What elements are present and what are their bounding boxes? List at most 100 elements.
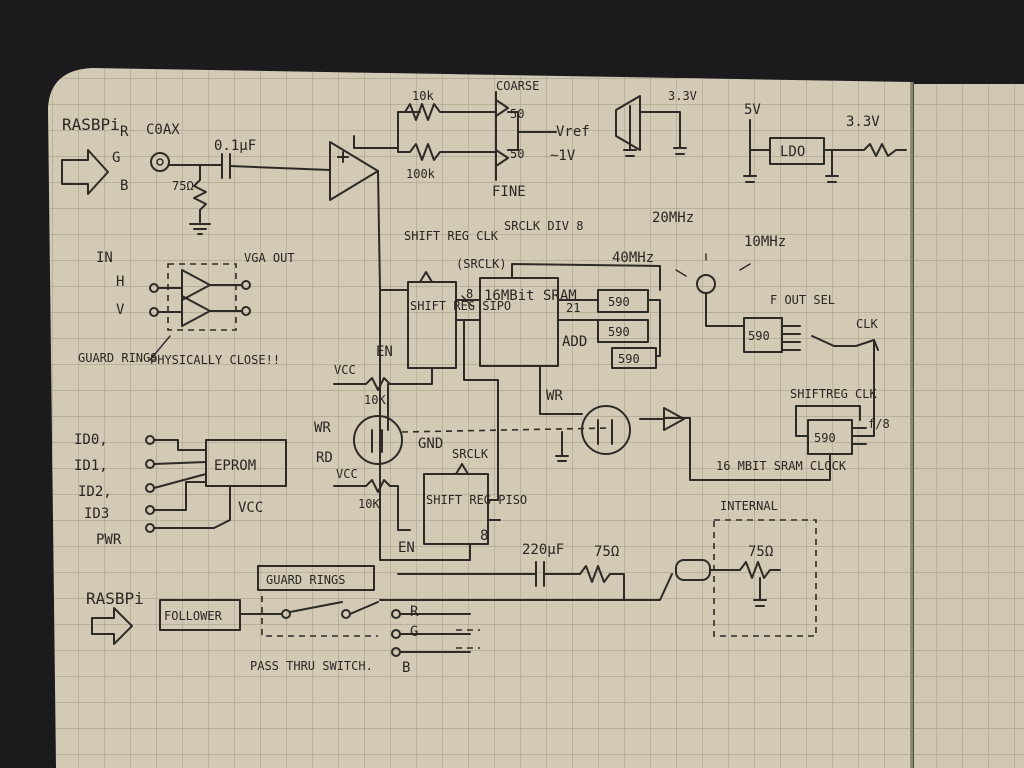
label-10mhz: 10MHz <box>744 234 786 250</box>
input-arrow-bottom <box>91 607 133 645</box>
label-r75-internal: 75Ω <box>748 544 773 560</box>
switch-mux-left <box>353 415 403 465</box>
label-id3: ID3 <box>84 506 109 522</box>
guard-ring-outline <box>167 263 237 331</box>
label-physically-close: PHYSICALLY CLOSE!! <box>150 353 280 367</box>
coax-connector-in <box>150 152 170 172</box>
analog-switches <box>333 377 631 531</box>
label-wr-bar: WR <box>546 388 563 404</box>
label-3v3-a: 3.3V <box>668 89 697 103</box>
label-r: R <box>120 124 129 140</box>
label-in: IN <box>96 250 113 266</box>
res-100k <box>397 143 487 161</box>
label-r75-in: 75Ω <box>172 179 194 193</box>
label-fout-sel: F OUT SEL <box>770 293 835 307</box>
label-cap-small: 0.1µF <box>214 138 256 154</box>
label-clk: CLK <box>856 317 878 331</box>
label-bus8-b: 8 <box>480 528 488 544</box>
label-100k: 100k <box>406 167 436 181</box>
label-20mhz: 20MHz <box>652 210 694 226</box>
label-g: G <box>112 150 120 166</box>
label-id0: ID0, <box>74 432 108 448</box>
res-10k <box>397 103 487 121</box>
label-bus8-a: 8 <box>466 287 473 301</box>
label-pass-thru: PASS THRU SWITCH. <box>250 659 373 673</box>
label-b-out: B <box>402 660 410 676</box>
hv-guard-ring-stage <box>149 263 251 361</box>
pot-coarse <box>485 91 509 181</box>
label-r-out: R <box>410 604 419 620</box>
label-590-div: 590 <box>814 431 836 445</box>
label-3v3-b: 3.3V <box>846 114 880 130</box>
label-srclk-paren: (SRCLK) <box>456 257 507 271</box>
label-internal: INTERNAL <box>720 499 778 513</box>
label-vcc-a: VCC <box>334 363 356 377</box>
label-raspi-top: RASBPi <box>62 115 120 134</box>
label-vcc-b: VCC <box>336 467 358 481</box>
label-approx1v: ~1V <box>550 148 576 164</box>
label-pot50b: 50 <box>510 147 524 161</box>
label-srclk-div8: SRCLK DIV 8 <box>504 219 583 233</box>
input-arrow-top <box>61 149 109 195</box>
label-wr-switch: WR <box>314 420 331 436</box>
label-coarse: COARSE <box>496 79 539 93</box>
label-raspi-bottom: RASBPi <box>86 589 144 608</box>
label-shift-reg-clk: SHIFT REG CLK <box>404 229 499 243</box>
comparator <box>329 141 379 201</box>
eprom-stage <box>145 435 287 533</box>
label-guard-rings-bottom: GUARD RINGS <box>266 573 345 587</box>
label-cap-220uf: 220µF <box>522 542 564 558</box>
label-10k: 10k <box>412 89 434 103</box>
label-h: H <box>116 274 124 290</box>
label-id2: ID2, <box>78 484 112 500</box>
label-en-b: EN <box>398 540 415 556</box>
label-10k-b: 10K <box>358 497 380 511</box>
label-590-a: 590 <box>608 295 630 309</box>
label-shiftreg-clk: SHIFTREG CLK <box>790 387 877 401</box>
label-guard-rings-left: GUARD RINGS <box>78 351 157 365</box>
label-vref: Vref <box>556 124 590 140</box>
vref-buffer <box>615 95 641 151</box>
label-pot50a: 50 <box>510 107 524 121</box>
label-5v: 5V <box>744 102 761 118</box>
label-10k-a: 10K <box>364 393 386 407</box>
counter-590-c <box>611 347 657 369</box>
label-590-c: 590 <box>618 352 640 366</box>
sram-box <box>479 277 559 367</box>
schematic-labels: RASBPi R G B C0AX 0.1µF 75Ω 10k 100k COA… <box>62 79 890 676</box>
label-vga-out: VGA OUT <box>244 251 295 265</box>
label-b: B <box>120 178 128 194</box>
label-pwr: PWR <box>96 532 122 548</box>
label-piso: SHIFT REG PISO <box>426 493 527 507</box>
label-fine: FINE <box>492 184 526 200</box>
label-follower: FOLLOWER <box>164 609 223 623</box>
label-r75-out: 75Ω <box>594 544 619 560</box>
label-addr-21: 21 <box>566 301 580 315</box>
output-stage <box>379 519 817 637</box>
label-srclk-b: SRCLK <box>452 447 489 461</box>
label-sipo: SHIFT REG SIPO <box>410 299 511 313</box>
clock-select <box>639 253 879 481</box>
label-vcc-c: VCC <box>238 500 263 516</box>
label-v: V <box>116 302 125 318</box>
label-addr: ADD <box>562 334 587 350</box>
memory-core <box>387 263 661 431</box>
label-coax: C0AX <box>146 122 180 138</box>
counter-590-b <box>597 319 649 343</box>
label-en-a: EN <box>376 344 393 360</box>
label-eprom: EPROM <box>214 458 256 474</box>
label-g-out: G <box>410 624 418 640</box>
label-40mhz: 40MHz <box>612 250 654 266</box>
internal-boundary <box>713 519 817 637</box>
piso-stage <box>379 289 501 561</box>
label-f8: f/8 <box>868 417 890 431</box>
label-gnd: GND <box>418 436 443 452</box>
label-590-sel: 590 <box>748 329 770 343</box>
guard-rings-box <box>257 565 375 591</box>
ldo-regulator <box>743 119 907 183</box>
label-sram-clock-note: 16 MBIT SRAM CLOCK <box>716 459 847 473</box>
switch-mux-right <box>581 405 631 455</box>
label-sram: 16MBit SRAM <box>484 288 577 304</box>
